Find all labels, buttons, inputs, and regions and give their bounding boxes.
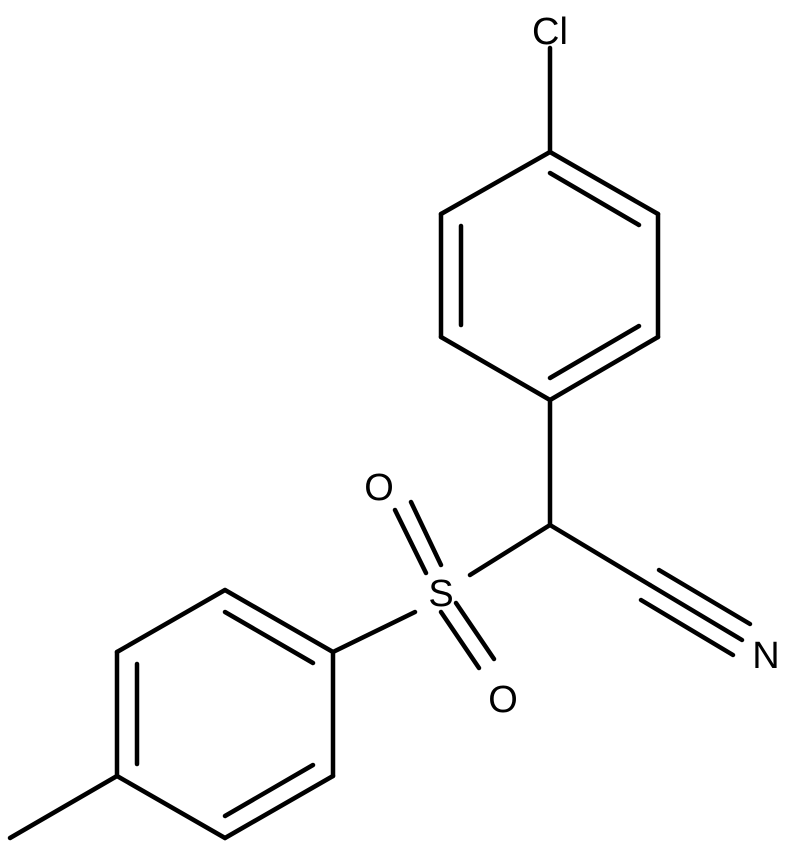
bond-s-ring [330, 609, 418, 655]
ring-a-bond-3-inner [547, 323, 642, 381]
s-o-top-double-bond [392, 499, 444, 576]
tolyl-ring [114, 587, 336, 841]
bond-ch-s [467, 522, 553, 578]
nitrogen-label: N [752, 635, 779, 677]
bond-methyl [7, 773, 120, 841]
chlorine-label: Cl [532, 11, 568, 53]
ring-a-bond-4 [438, 334, 553, 403]
s-o-bottom-double-bond [438, 600, 497, 671]
oxygen-bottom-label: O [488, 679, 518, 721]
ring-a-bond-1 [547, 149, 661, 217]
oxygen-top-label: O [364, 467, 394, 509]
chlorophenyl-ring [438, 45, 661, 403]
bond-ch-cn [547, 522, 653, 588]
sulfur-label: S [428, 573, 453, 615]
ring-a-bond-3 [547, 334, 661, 403]
nitrile-triple-bond [638, 567, 753, 658]
ring-a-bond-1-inner [547, 170, 642, 228]
ring-a-bond-6 [438, 149, 553, 217]
